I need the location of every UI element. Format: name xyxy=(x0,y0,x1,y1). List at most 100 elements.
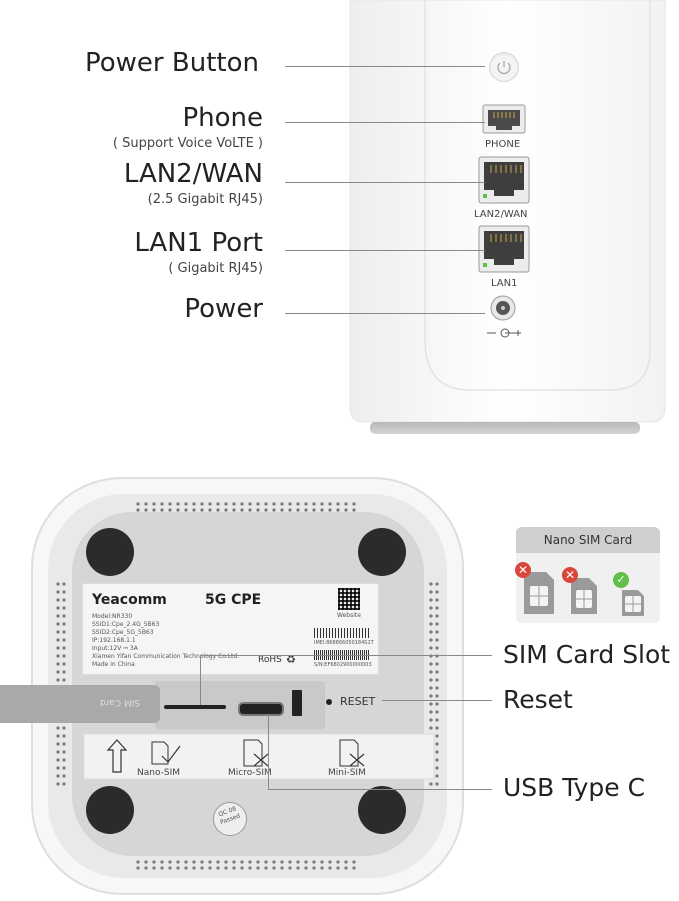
vent-hole xyxy=(62,630,66,634)
vent-hole xyxy=(320,508,324,512)
vent-hole xyxy=(272,502,276,506)
reset-label: Reset xyxy=(503,685,573,714)
vent-hole xyxy=(344,866,348,870)
vent-hole xyxy=(56,614,60,618)
qc-passed-badge xyxy=(213,802,247,836)
vent-hole xyxy=(429,590,433,594)
lan2-port-label: LAN2/WAN xyxy=(474,209,528,220)
vent-hole xyxy=(435,630,439,634)
vent-hole xyxy=(192,508,196,512)
vent-hole xyxy=(429,686,433,690)
lan2-sublabel: (2.5 Gigabit RJ45) xyxy=(147,192,263,207)
check-icon: ✓ xyxy=(613,572,629,588)
vent-hole xyxy=(288,860,292,864)
router-back-view xyxy=(0,0,679,445)
vent-hole xyxy=(232,508,236,512)
vent-hole xyxy=(176,508,180,512)
reset-button-hole[interactable] xyxy=(292,690,302,716)
vent-hole xyxy=(56,590,60,594)
vent-hole xyxy=(280,866,284,870)
vent-hole xyxy=(144,860,148,864)
vent-hole xyxy=(280,860,284,864)
vent-hole xyxy=(216,502,220,506)
vent-hole xyxy=(62,622,66,626)
vent-hole xyxy=(328,866,332,870)
vent-hole xyxy=(168,508,172,512)
vent-hole xyxy=(429,694,433,698)
vent-hole xyxy=(56,766,60,770)
vent-hole xyxy=(336,508,340,512)
vent-hole xyxy=(280,502,284,506)
vent-hole xyxy=(56,774,60,778)
vent-hole xyxy=(352,502,356,506)
vent-hole xyxy=(224,502,228,506)
vent-hole xyxy=(296,866,300,870)
vent-hole xyxy=(56,638,60,642)
vent-hole xyxy=(168,866,172,870)
lan1-leader xyxy=(285,250,485,251)
vent-hole xyxy=(304,508,308,512)
vent-hole xyxy=(435,734,439,738)
vent-hole xyxy=(56,734,60,738)
model-text: Model:NR330 xyxy=(92,613,133,620)
vent-hole xyxy=(152,866,156,870)
usb-c-port[interactable] xyxy=(238,702,284,716)
vent-hole xyxy=(160,866,164,870)
vent-hole xyxy=(435,606,439,610)
vent-hole xyxy=(144,508,148,512)
vent-hole xyxy=(328,502,332,506)
power-button[interactable] xyxy=(489,52,519,82)
phone-port[interactable] xyxy=(482,104,526,134)
vent-hole xyxy=(435,590,439,594)
vent-hole xyxy=(435,662,439,666)
vent-hole xyxy=(435,726,439,730)
vent-hole xyxy=(56,670,60,674)
phone-leader xyxy=(285,122,485,123)
phone-port-label: PHONE xyxy=(485,139,521,150)
vent-hole xyxy=(208,502,212,506)
vent-hole xyxy=(429,606,433,610)
vent-hole xyxy=(208,866,212,870)
router-body-illustration xyxy=(349,0,666,434)
vent-hole xyxy=(62,750,66,754)
vent-hole xyxy=(288,502,292,506)
vent-hole xyxy=(435,758,439,762)
vent-hole xyxy=(62,598,66,602)
nano-sim-icon xyxy=(620,588,646,618)
reset-text: RESET xyxy=(340,695,376,708)
sim-card-tray-tab[interactable] xyxy=(0,685,160,723)
vent-hole xyxy=(429,702,433,706)
vent-hole xyxy=(304,866,308,870)
vent-hole xyxy=(435,718,439,722)
vent-hole xyxy=(152,860,156,864)
vent-hole xyxy=(62,726,66,730)
vent-hole xyxy=(429,726,433,730)
power-jack[interactable] xyxy=(489,294,517,322)
vent-hole xyxy=(328,860,332,864)
vent-hole xyxy=(224,508,228,512)
vent-hole xyxy=(224,866,228,870)
wrong-icon: ✕ xyxy=(515,562,531,578)
vent-hole xyxy=(312,508,316,512)
vent-hole xyxy=(62,590,66,594)
vent-hole xyxy=(62,766,66,770)
sim-card-slot[interactable] xyxy=(164,705,226,709)
vent-hole xyxy=(62,614,66,618)
usb-leader-vertical xyxy=(268,714,269,789)
lan1-port-label: LAN1 xyxy=(491,278,518,289)
vent-hole xyxy=(272,860,276,864)
vent-hole xyxy=(429,614,433,618)
lan2-port[interactable] xyxy=(478,156,530,204)
vent-hole xyxy=(435,702,439,706)
vent-hole xyxy=(136,866,140,870)
vent-hole xyxy=(240,502,244,506)
vent-hole xyxy=(192,502,196,506)
vent-hole xyxy=(224,860,228,864)
lan1-port[interactable] xyxy=(478,225,530,273)
vent-hole xyxy=(296,508,300,512)
vent-hole xyxy=(320,866,324,870)
vent-hole xyxy=(144,866,148,870)
vent-hole xyxy=(232,860,236,864)
vent-hole xyxy=(435,614,439,618)
vent-hole xyxy=(62,646,66,650)
